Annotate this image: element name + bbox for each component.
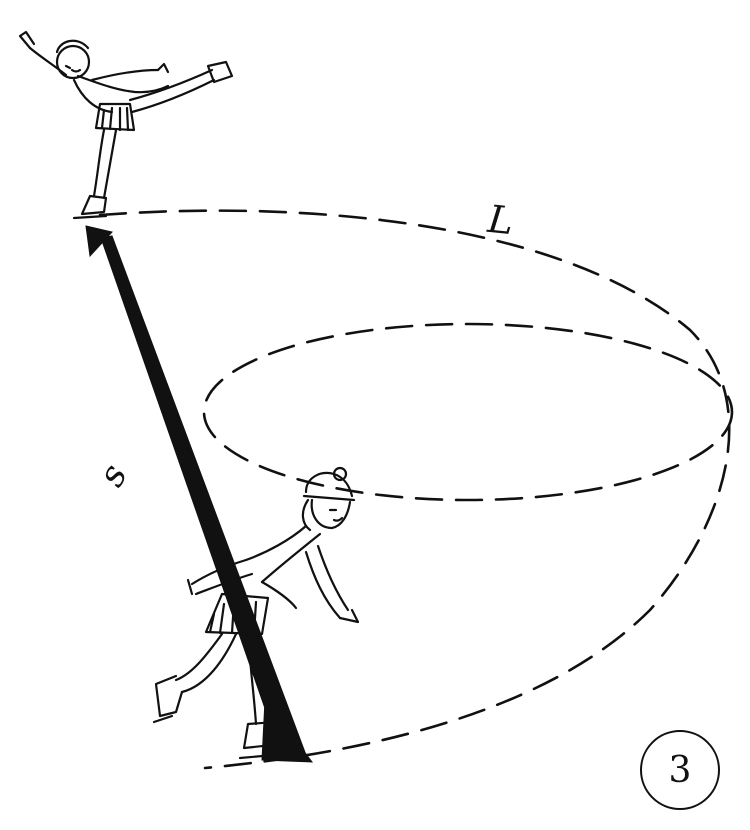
path-label-L: L	[486, 197, 516, 243]
skater-arabesque-figure	[20, 32, 232, 218]
inner-trajectory-ellipse	[204, 324, 732, 500]
figure-number-badge: 3	[640, 730, 720, 810]
skater-pushing-figure	[154, 468, 358, 758]
displacement-vector-arrow	[86, 226, 312, 762]
